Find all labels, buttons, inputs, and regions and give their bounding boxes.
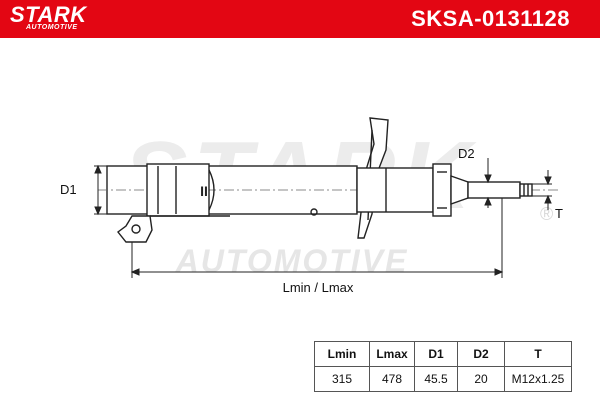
- dimension-d2: [484, 158, 492, 208]
- header-bar: STARK AUTOMOTIVE SKSA-0131128: [0, 0, 600, 38]
- spec-value-row: 315 478 45.5 20 M12x1.25: [314, 366, 572, 392]
- logo-brand-sub: AUTOMOTIVE: [26, 24, 78, 31]
- spec-value-d2: 20: [457, 366, 505, 392]
- label-d1: D1: [60, 182, 77, 197]
- label-t: T: [555, 206, 563, 221]
- part-number: SKSA-0131128: [411, 6, 570, 31]
- stark-logo: STARK AUTOMOTIVE: [10, 2, 120, 36]
- top-mount: [356, 167, 434, 213]
- spec-table: Lmin Lmax D1 D2 T 315 478 45.5 20 M12x1.…: [314, 341, 572, 392]
- threaded-end: [519, 183, 533, 197]
- spec-header-d1: D1: [414, 341, 458, 367]
- spec-value-lmin: 315: [314, 366, 370, 392]
- spec-value-t: M12x1.25: [504, 366, 572, 392]
- spec-header-d2: D2: [457, 341, 505, 367]
- tube-dot: [310, 208, 318, 216]
- label-length: Lmin / Lmax: [283, 280, 354, 295]
- spec-value-lmax: 478: [369, 366, 415, 392]
- label-d2: D2: [458, 146, 475, 161]
- dimension-d1: [94, 164, 107, 216]
- mounting-bracket: [117, 215, 153, 243]
- spec-value-d1: 45.5: [414, 366, 458, 392]
- shock-body: II: [98, 117, 560, 243]
- bracket-hole: [131, 224, 141, 234]
- spec-header-t: T: [504, 341, 572, 367]
- piston-rod: [467, 181, 521, 199]
- piston-mark: II: [200, 183, 208, 199]
- watermark-sub: AUTOMOTIVE: [175, 243, 409, 279]
- spec-header-row: Lmin Lmax D1 D2 T: [314, 341, 572, 367]
- registered-mark: ®: [540, 204, 553, 224]
- dimension-length: [130, 198, 504, 278]
- shock-absorber-drawing: STARK AUTOMOTIVE ® II: [60, 117, 563, 295]
- dimension-t: [532, 170, 552, 210]
- logo-brand-name: STARK: [10, 2, 87, 27]
- spec-header-lmin: Lmin: [314, 341, 370, 367]
- spec-header-lmax: Lmax: [369, 341, 415, 367]
